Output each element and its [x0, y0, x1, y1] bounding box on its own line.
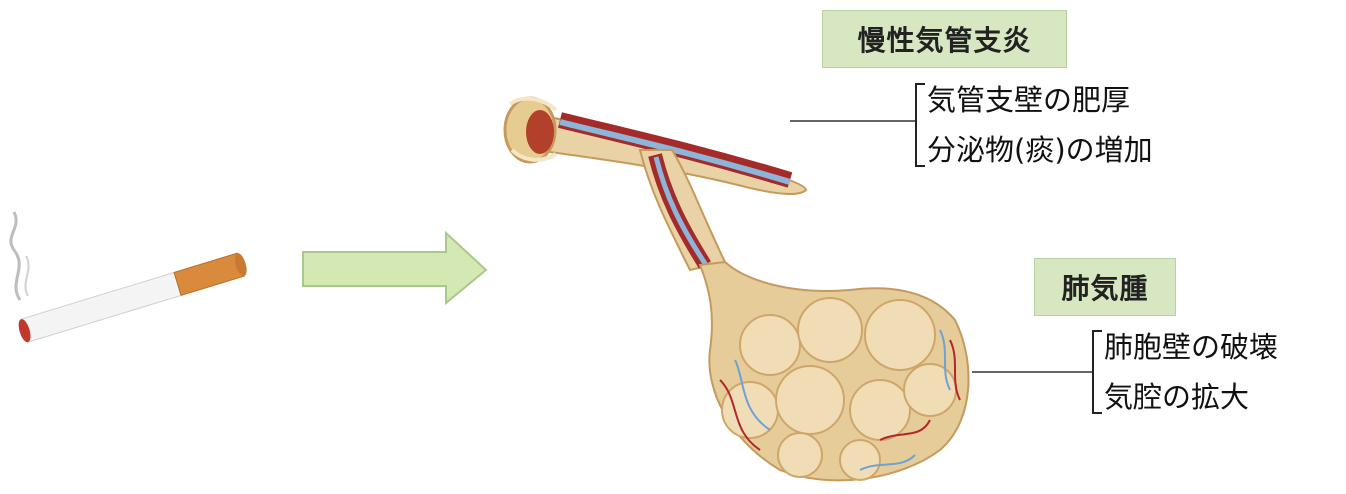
right-arrow-icon: [302, 230, 488, 306]
bronchus-illustration: [503, 96, 808, 272]
bracket: [915, 83, 925, 167]
detail-item: 気管支壁の肥厚: [927, 83, 1131, 117]
emphysema-details: 肺胞壁の破壊 気腔の拡大: [1092, 322, 1278, 422]
bracket: [1092, 330, 1102, 414]
chronic-bronchitis-title: 慢性気管支炎: [822, 10, 1067, 68]
emphysema-title: 肺気腫: [1034, 258, 1176, 316]
alveoli-illustration: [698, 260, 970, 482]
cigarette-icon: [9, 211, 247, 343]
detail-item: 分泌物(痰)の増加: [927, 133, 1153, 167]
detail-item: 気腔の拡大: [1104, 380, 1250, 414]
smoke: [9, 211, 22, 301]
chronic-bronchitis-details: 気管支壁の肥厚 分泌物(痰)の増加: [915, 75, 1153, 175]
detail-item: 肺胞壁の破壊: [1104, 330, 1279, 364]
smoke: [24, 255, 30, 297]
